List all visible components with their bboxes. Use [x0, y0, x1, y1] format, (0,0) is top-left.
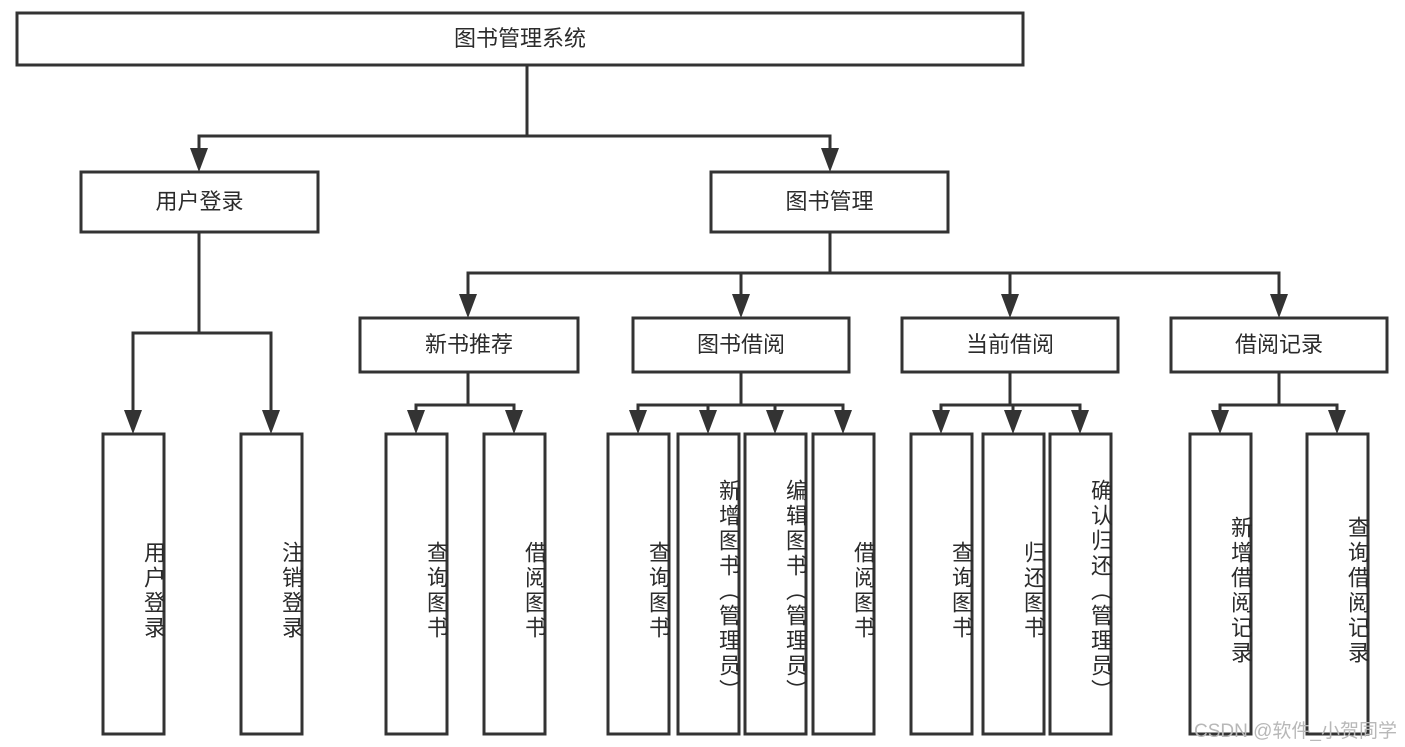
connector-layer [124, 63, 1346, 434]
node-label-borrow-records: 借阅记录 [1235, 332, 1323, 357]
node-label-book-borrow: 图书借阅 [697, 332, 785, 357]
node-label-root: 图书管理系统 [454, 26, 586, 51]
node-box-leaf-user-login[interactable] [101, 432, 166, 736]
node-box-borrow-records[interactable] [1169, 316, 1389, 374]
arrow-head-icon [932, 410, 950, 434]
node-label-current-borrow: 当前借阅 [966, 332, 1054, 357]
node-box-leaf-borrow-book-nb[interactable] [482, 432, 547, 736]
arrow-head-icon [821, 148, 839, 172]
node-box-leaf-return-book[interactable] [981, 432, 1046, 736]
arrow-head-icon [1071, 410, 1089, 434]
node-box-leaf-query-book-bb[interactable] [606, 432, 671, 736]
csdn-watermark: CSDN @软件_小贺同学 [1194, 721, 1397, 742]
node-label-new-book-recommend: 新书推荐 [425, 332, 513, 357]
node-label-book-management: 图书管理 [785, 189, 873, 214]
arrow-head-icon [407, 410, 425, 434]
arrow-head-icon [505, 410, 523, 434]
node-box-book-borrow[interactable] [631, 316, 851, 374]
node-box-new-book-recommend[interactable] [358, 316, 580, 374]
arrow-head-icon [124, 410, 142, 434]
node-box-leaf-query-book-cb[interactable] [909, 432, 974, 736]
arrow-head-icon [1004, 410, 1022, 434]
node-box-leaf-query-record[interactable] [1305, 432, 1370, 736]
arrow-head-icon [262, 410, 280, 434]
node-box-book-management[interactable] [709, 170, 950, 234]
node-box-leaf-add-book[interactable] [676, 432, 741, 736]
node-box-root[interactable] [15, 11, 1025, 67]
arrow-head-icon [1001, 294, 1019, 318]
arrow-head-icon [699, 410, 717, 434]
arrow-head-icon [834, 410, 852, 434]
node-box-leaf-borrow-book-bb[interactable] [811, 432, 876, 736]
arrow-head-icon [459, 294, 477, 318]
node-box-current-borrow[interactable] [900, 316, 1120, 374]
node-box-leaf-confirm-return[interactable] [1048, 432, 1113, 736]
node-box-leaf-logout[interactable] [239, 432, 304, 736]
arrow-head-icon [732, 294, 750, 318]
node-label-user-login: 用户登录 [155, 189, 243, 214]
node-box-leaf-add-record[interactable] [1188, 432, 1253, 736]
arrow-head-icon [766, 410, 784, 434]
arrow-head-icon [190, 148, 208, 172]
box-layer [15, 11, 1389, 736]
node-box-user-login[interactable] [79, 170, 320, 234]
arrow-head-icon [1328, 410, 1346, 434]
arrow-head-icon [1211, 410, 1229, 434]
arrow-head-icon [1270, 294, 1288, 318]
arrow-head-icon [629, 410, 647, 434]
node-box-leaf-query-book-nb[interactable] [384, 432, 449, 736]
node-box-leaf-edit-book[interactable] [743, 432, 808, 736]
